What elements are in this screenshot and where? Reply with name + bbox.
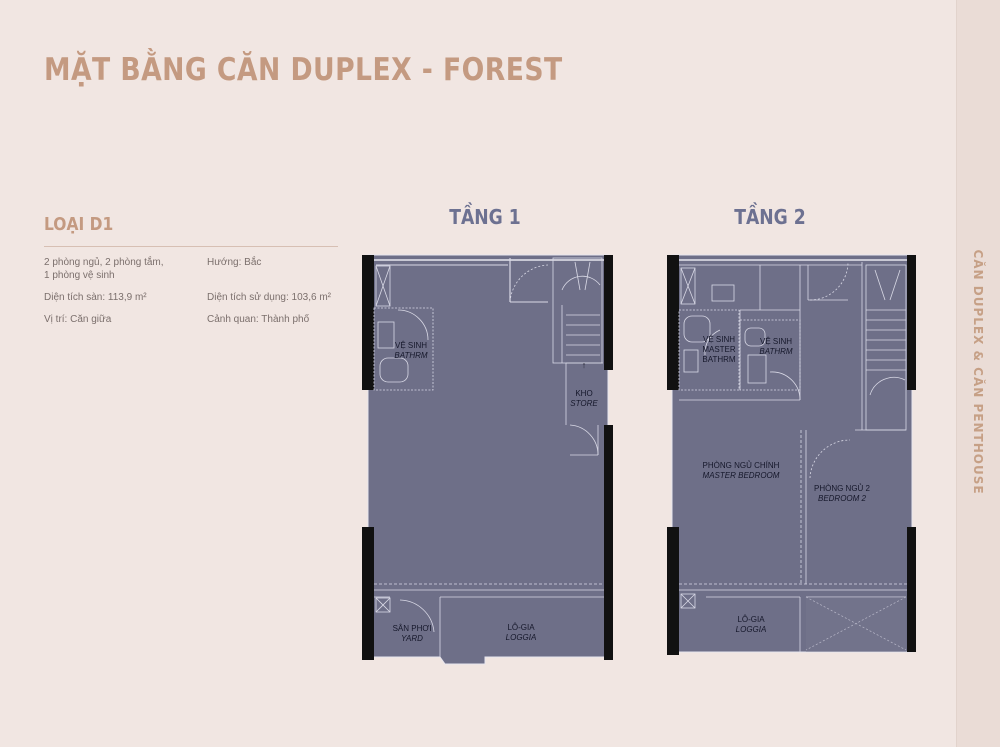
room-label-bedroom-2: PHÒNG NGỦ 2 <box>814 484 871 493</box>
wall <box>604 425 613 660</box>
view-info: Cảnh quan: Thành phố <box>207 314 310 325</box>
room-label-bedroom-2-en: BEDROOM 2 <box>818 494 867 503</box>
wall <box>907 527 916 652</box>
room-label-yard: SÂN PHƠI <box>393 624 432 633</box>
room-label-bath-2: VỆ SINH <box>760 337 792 346</box>
wall <box>362 255 374 390</box>
wall <box>362 527 374 660</box>
rooms-info: 2 phòng ngủ, 2 phòng tắm, 1 phòng vệ sin… <box>44 256 164 282</box>
svg-text:↑: ↑ <box>582 360 587 370</box>
rooms-line-2: 1 phòng vệ sinh <box>44 270 115 281</box>
room-label-master-bedroom-en: MASTER BEDROOM <box>703 471 780 480</box>
floor-1-area <box>367 254 609 665</box>
usable-area-info: Diện tích sử dụng: 103,6 m² <box>207 292 331 303</box>
room-label-loggia-2-en: LOGGIA <box>736 625 767 634</box>
room-label-bath-2-en: BATHRM <box>759 347 793 356</box>
rooms-line-1: 2 phòng ngủ, 2 phòng tắm, <box>44 257 164 268</box>
room-label-bathroom-en: BATHRM <box>394 351 428 360</box>
unit-type-heading: LOẠI D1 <box>44 214 114 235</box>
room-label-master-bath-en: BATHRM <box>702 355 736 364</box>
page-title: MẶT BẰNG CĂN DUPLEX - FOREST <box>44 52 563 88</box>
room-label-master-bedroom: PHÒNG NGỦ CHÍNH <box>703 461 780 470</box>
wall <box>667 255 679 390</box>
wall <box>604 255 613 370</box>
position-info: Vị trí: Căn giữa <box>44 314 112 325</box>
floor-1-plan: ↑ VỆ SINH BATHRM KHO STORE <box>362 254 613 665</box>
floor-2-label: TẦNG 2 <box>734 205 806 229</box>
wall <box>667 527 679 655</box>
room-label-master-bath-2: MASTER <box>702 345 736 354</box>
direction-info: Hướng: Bắc <box>207 257 262 268</box>
room-label-loggia: LÔ-GIA <box>507 623 535 632</box>
room-label-bathroom: VỆ SINH <box>395 341 427 350</box>
room-label-store: KHO <box>575 389 592 398</box>
unit-divider <box>44 246 338 247</box>
side-strip <box>956 0 1000 747</box>
room-label-loggia-en: LOGGIA <box>506 633 537 642</box>
room-label-master-bath: VỆ SINH <box>703 335 735 344</box>
room-label-yard-en: YARD <box>401 634 423 643</box>
floor-area-info: Diện tích sàn: 113,9 m² <box>44 292 147 303</box>
floor-2-area <box>671 254 913 653</box>
wall <box>907 255 916 390</box>
floor-1-label: TẦNG 1 <box>449 205 521 229</box>
room-label-loggia-2: LÔ-GIA <box>737 615 765 624</box>
room-label-store-en: STORE <box>570 399 598 408</box>
floor-2-plan: VỆ SINH MASTER BATHRM VỆ SINH BATHRM PHÒ… <box>667 254 916 655</box>
